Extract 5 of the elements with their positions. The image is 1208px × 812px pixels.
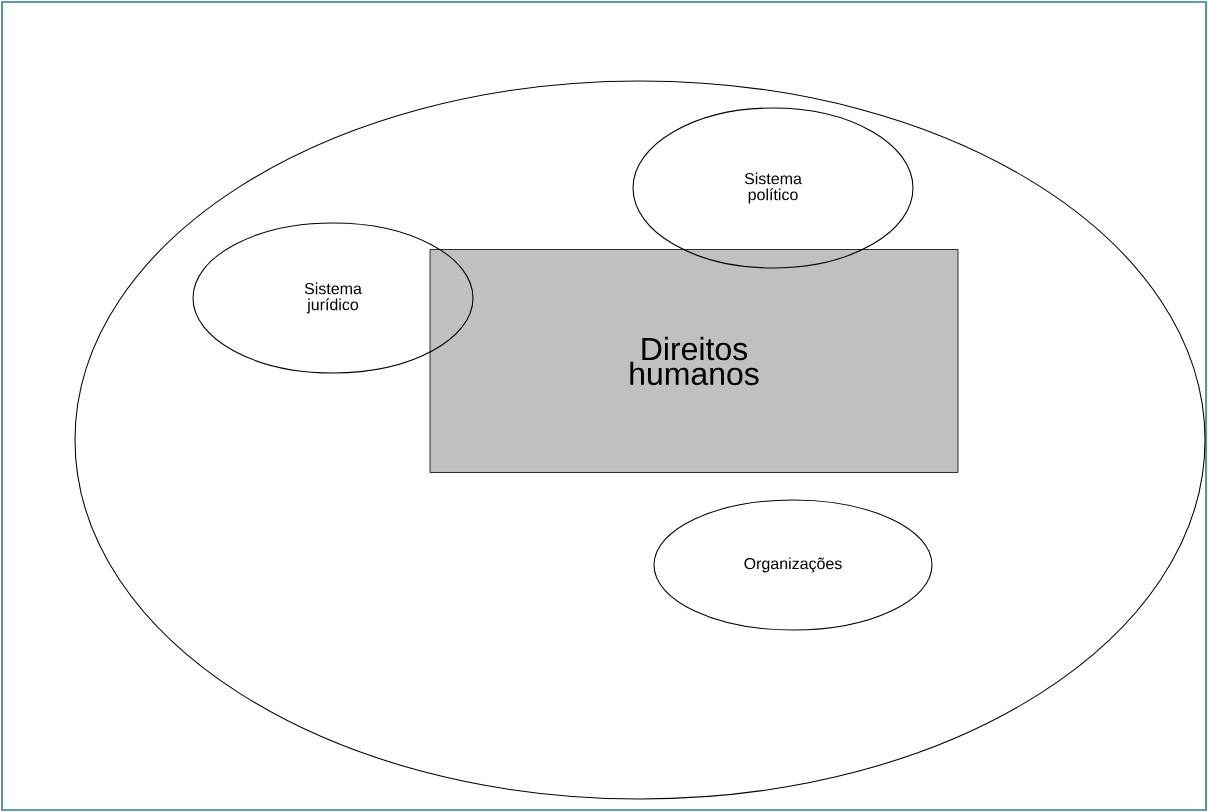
ellipse-node: Sistema jurídico [192, 222, 474, 374]
outer-ellipse [74, 80, 1206, 800]
concept-box: Direitos humanos [429, 249, 959, 473]
ellipse-node: Sistema político [632, 107, 914, 269]
ellipse-node: Organizações [653, 499, 933, 631]
